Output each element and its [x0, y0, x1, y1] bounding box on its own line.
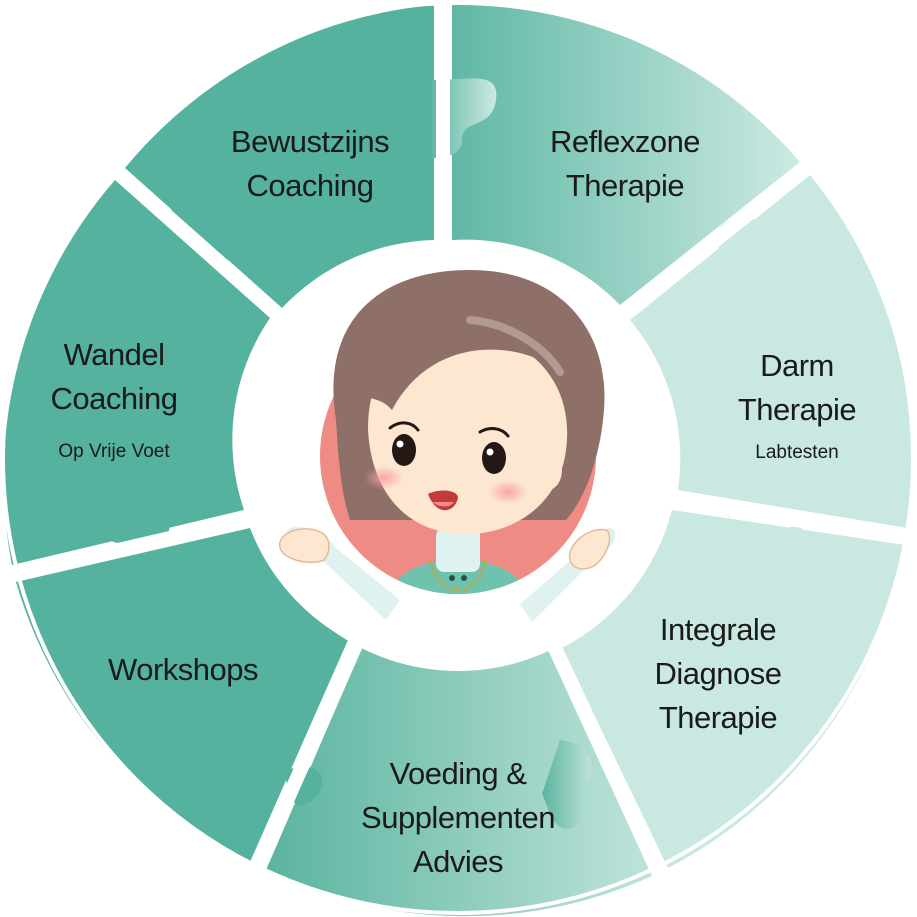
segment-dividers: [12, 0, 908, 875]
segment-voeding[interactable]: [266, 648, 652, 917]
segment-label-wandel-line-0: Wandel: [64, 337, 165, 372]
segment-label-integrale-line-1: Diagnose: [655, 656, 782, 691]
woman-character-illustration: [279, 270, 616, 622]
segment-label-reflexzone-line-0: Reflexzone: [550, 124, 700, 159]
segment-label-bewustzijns-line-0: Bewustzijns: [231, 124, 389, 159]
segment-label-darm-line-1: Therapie: [738, 392, 856, 427]
segment-workshops[interactable]: [16, 528, 348, 862]
segment-label-reflexzone-line-1: Therapie: [566, 168, 684, 203]
segment-labels: BewustzijnsCoachingReflexzoneTherapieDar…: [51, 124, 857, 879]
segment-reflexzone[interactable]: [452, 3, 800, 305]
segment-darm[interactable]: [630, 175, 912, 528]
segment-sublabel-wandel: Op Vrije Voet: [58, 441, 170, 462]
segment-label-bewustzijns-line-1: Coaching: [247, 168, 374, 203]
segment-sublabel-darm: Labtesten: [755, 442, 838, 463]
segment-label-wandel-line-1: Coaching: [51, 381, 178, 416]
segment-integrale[interactable]: [562, 510, 905, 868]
segment-label-voeding-line-1: Supplementen: [361, 800, 555, 835]
segment-label-voeding-line-0: Voeding &: [390, 756, 528, 791]
segment-label-integrale-line-0: Integrale: [660, 612, 776, 647]
segment-label-integrale-line-2: Therapie: [659, 700, 777, 735]
segment-label-darm-line-0: Darm: [760, 348, 834, 383]
segment-label-voeding-line-2: Advies: [413, 844, 503, 879]
segment-label-workshops-line-0: Workshops: [108, 652, 258, 687]
segment-wandel[interactable]: [3, 180, 271, 565]
